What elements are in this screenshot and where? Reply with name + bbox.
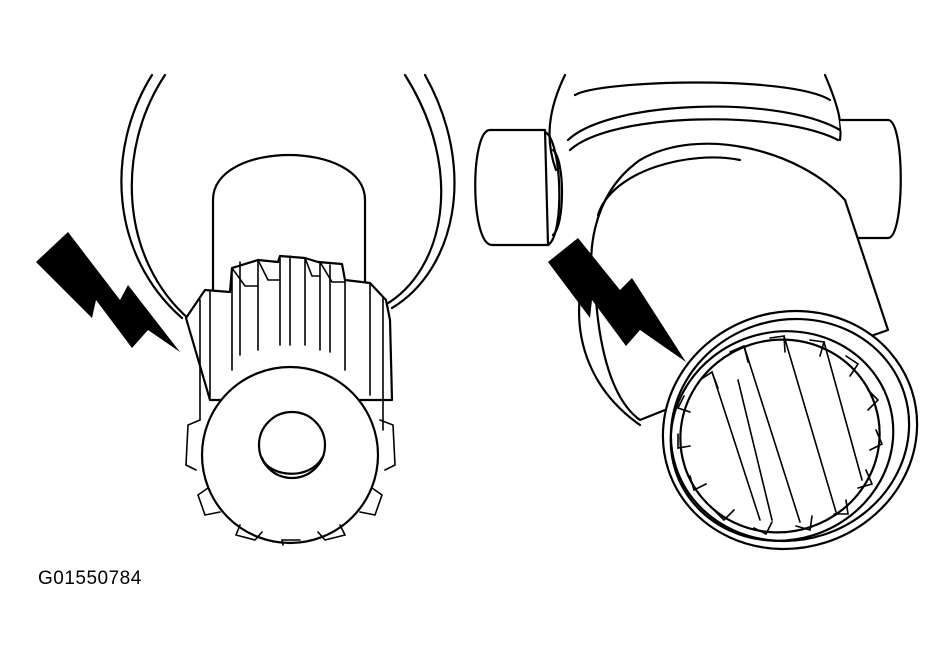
yoke-sleeve-end: [661, 309, 919, 551]
slip-yoke: [474, 73, 919, 551]
spline-teeth: [184, 254, 394, 431]
housing-outline: [130, 73, 443, 322]
pointer-arrow-icon: [548, 238, 686, 362]
bearing-cap-right: [838, 118, 902, 240]
shaft-end-face: [185, 365, 396, 546]
bearing-cap-left: [474, 128, 564, 247]
internal-splines: [676, 335, 884, 536]
yoke-ears: [548, 73, 842, 172]
figure-id-label: G01550784: [38, 568, 142, 589]
pointer-arrow-icon: [36, 232, 180, 352]
splined-shaft: [36, 73, 456, 546]
